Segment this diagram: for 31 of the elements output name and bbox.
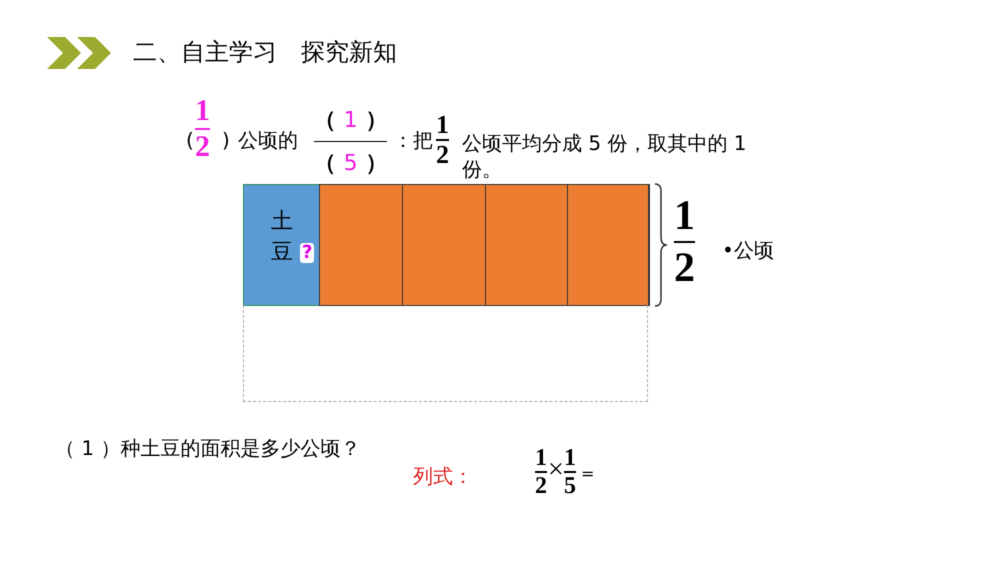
cell-label: 土豆 [270,208,294,267]
question-text: （ 1 ）种土豆的面积是多少公顷？ [55,438,360,458]
denominator: 2 [674,247,695,289]
field-part-cell [485,184,568,306]
denominator: 2 [195,132,210,162]
numerator: （ 1 ） [314,107,388,135]
field-part-cell [402,184,486,306]
bracket-text: ( [186,130,194,150]
potato-area-cell [243,184,320,306]
denominator: 2 [436,142,449,168]
dashed-area-outline [243,305,648,402]
numerator: 1 [195,96,210,126]
formula-label: 列式： [413,466,473,486]
numerator: 1 [564,446,576,470]
numerator: 1 [436,112,449,138]
equals-sign: = [581,466,594,482]
field-part-cell [567,184,649,306]
denominator: （ 5 ） [314,150,388,178]
numerator: 1 [535,446,547,470]
denominator: 2 [535,474,547,498]
field-part-cell [319,184,403,306]
numerator: 1 [674,195,695,237]
denominator: 5 [564,474,576,498]
sentence-text: 公顷的 [238,130,298,150]
question-mark: ? [300,243,314,263]
unit-text: •公顷 [722,240,774,260]
sentence-text: ：把 [393,130,433,150]
times-sign: × [548,456,564,484]
sentence-text: 公顷平均分成 5 份，取其中的 1 份。 [462,130,748,182]
section-title: 二、自主学习 探究新知 [133,40,397,64]
bracket-text: ) [222,130,230,150]
